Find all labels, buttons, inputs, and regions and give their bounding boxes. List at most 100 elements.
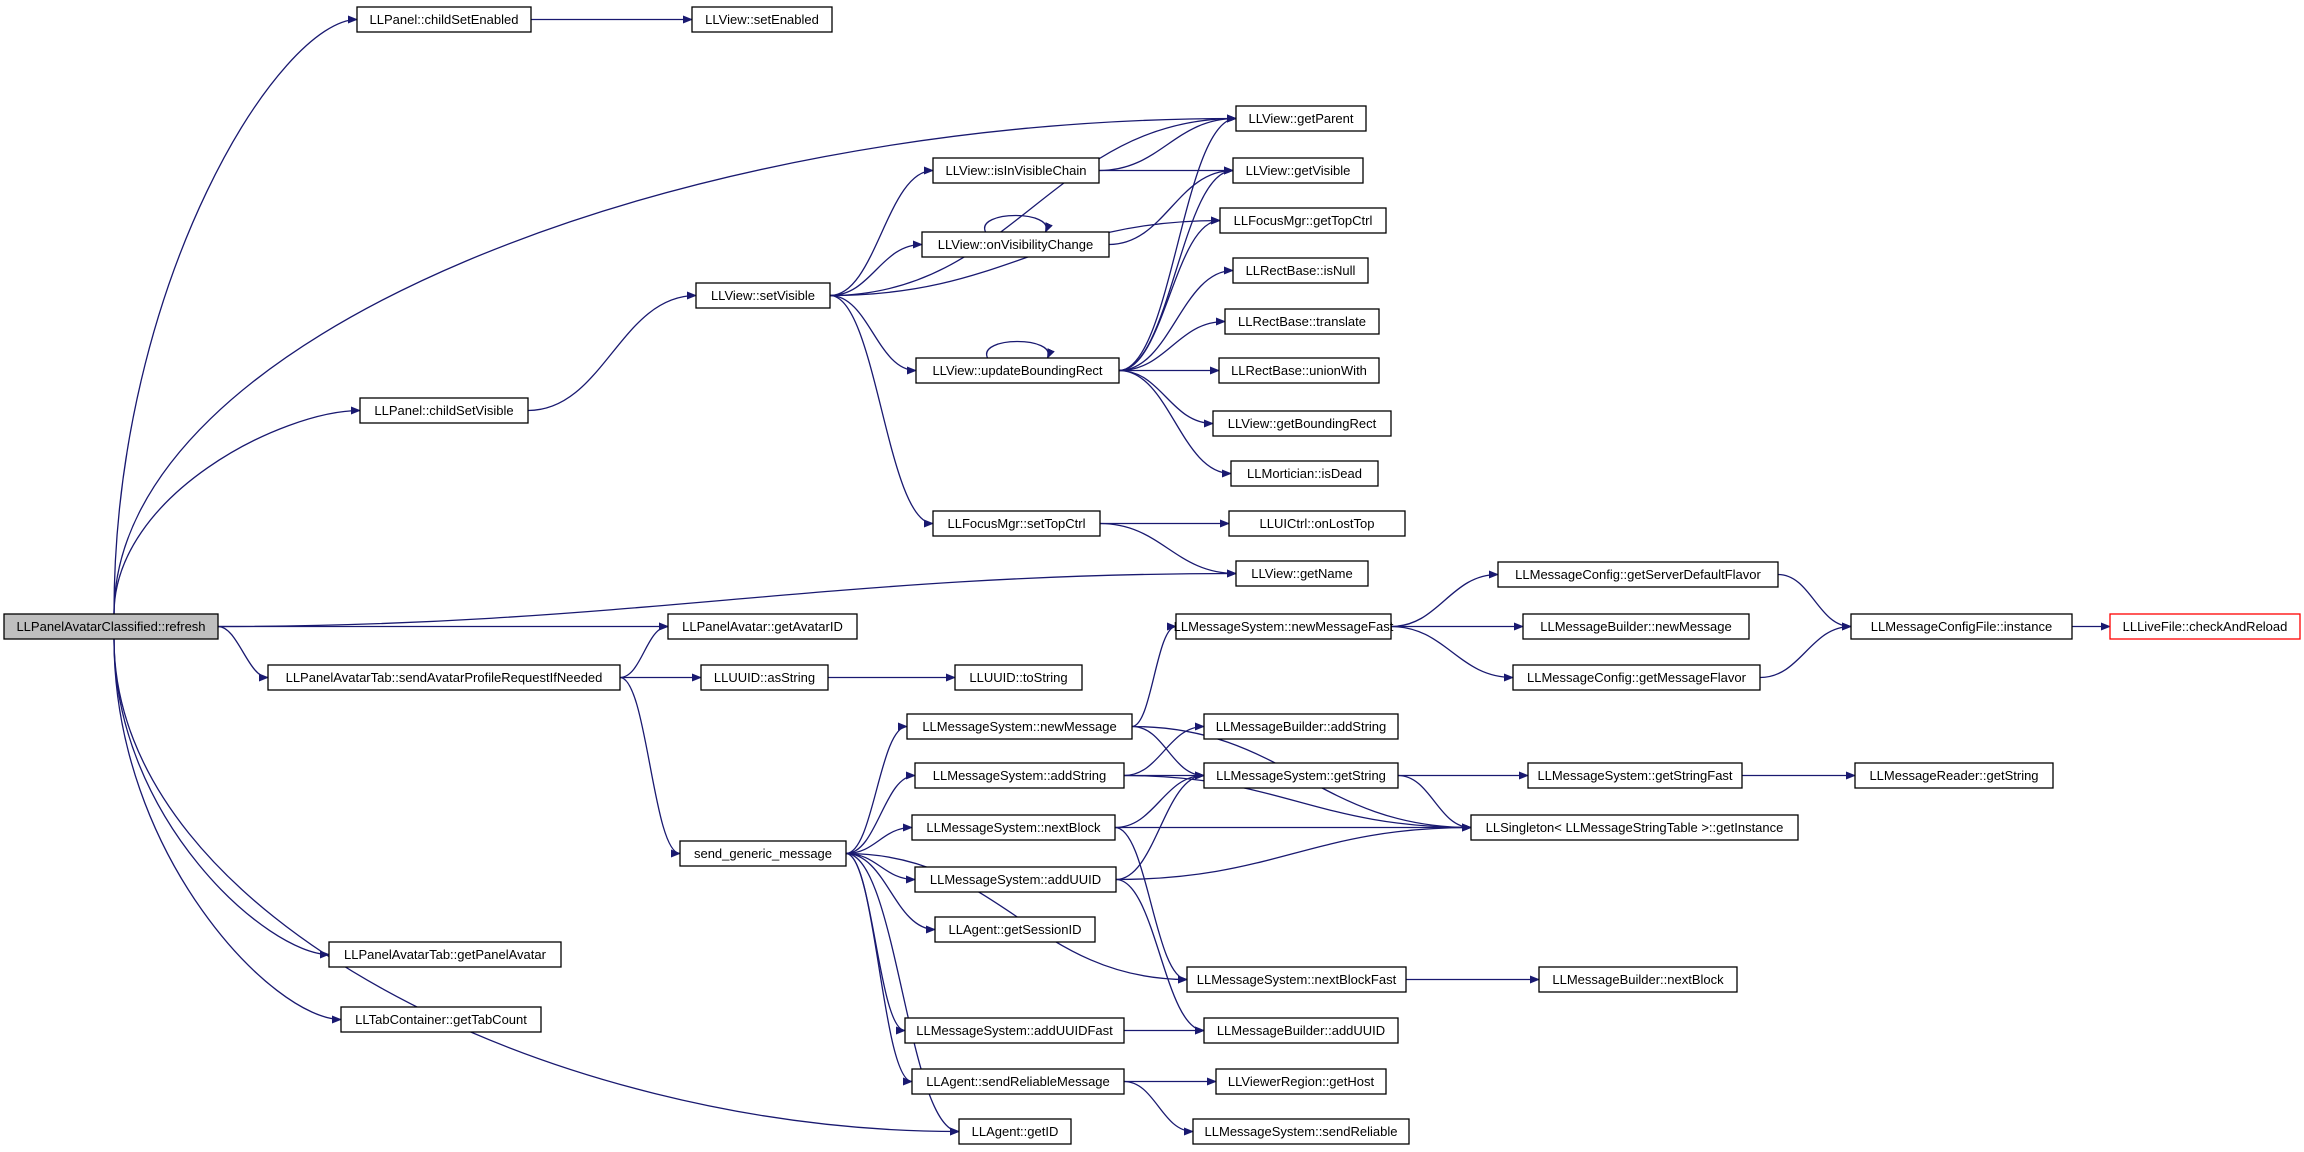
edge-updateBoundingRect-to-updateBoundingRect [986,340,1055,359]
node-addString: LLMessageSystem::addString [914,762,1125,789]
node-box [1470,814,1799,841]
edge-sendGeneric-to-getID [845,852,960,1136]
node-label: LLRectBase::translate [1238,314,1366,329]
node-box [356,6,532,33]
node-label: LLMessageBuilder::addString [1216,719,1387,734]
edge-root-to-childSetEnabled [113,15,358,615]
edge-addUUID-to-builderAddUUID [1115,878,1205,1035]
node-label: LLLiveFile::checkAndReload [2123,619,2288,634]
node-box [1224,308,1380,335]
edge-getString-to-getInstance [1397,774,1472,832]
edge-updateBoundingRect-to-getParent [1118,114,1237,372]
edge-sendGeneric-to-nextBlock [845,823,913,855]
node-box [934,916,1096,943]
node-getTopCtrl: LLFocusMgr::getTopCtrl [1219,207,1387,234]
edge-sendGeneric-to-newMessage [845,722,908,855]
edge-setVisible-to-getTopCtrl [829,216,1221,297]
node-box [1235,105,1367,132]
node-label: LLPanel::childSetVisible [374,403,513,418]
node-box [1854,762,2054,789]
edge-nextBlock-to-nextBlockFast [1114,826,1188,984]
node-newMessageFast: LLMessageSystem::newMessageFast [1174,613,1394,640]
node-label: LLMessageSystem::nextBlockFast [1197,972,1397,987]
node-label: LLView::getParent [1248,111,1353,126]
node-label: LLPanelAvatarClassified::refresh [16,619,205,634]
node-nextBlock: LLMessageSystem::nextBlock [911,814,1116,841]
node-label: LLMessageConfig::getServerDefaultFlavor [1515,567,1761,582]
node-getAvatarID: LLPanelAvatar::getAvatarID [667,613,858,640]
node-box [1212,410,1392,437]
node-label: LLMessageSystem::addUUIDFast [916,1023,1113,1038]
node-label: LLMortician::isDead [1247,466,1362,481]
node-getPanelAvatar: LLPanelAvatarTab::getPanelAvatar [328,941,562,968]
edge-onVisibilityChange-to-onVisibilityChange [984,214,1053,233]
node-childSetEnabled: LLPanel::childSetEnabled [356,6,532,33]
edge-newMessageFast-to-getMessageFlavor [1390,625,1514,682]
node-setTopCtrl: LLFocusMgr::setTopCtrl [932,510,1101,537]
node-label: LLSingleton< LLMessageStringTable >::get… [1486,820,1784,835]
edge-getServerDefaultFlavor-to-configInstance [1777,573,1852,631]
node-label: LLMessageSystem::getString [1216,768,1386,783]
node-box [911,814,1116,841]
node-nextBlockFast: LLMessageSystem::nextBlockFast [1186,966,1407,993]
node-box [667,613,858,640]
edge-sendGeneric-to-addString [845,771,916,855]
node-box [1203,762,1399,789]
node-box [1522,613,1750,640]
node-getStringFast: LLMessageSystem::getStringFast [1527,762,1743,789]
node-box [1219,207,1387,234]
node-label: LLView::onVisibilityChange [938,237,1093,252]
node-readerGetString: LLMessageReader::getString [1854,762,2054,789]
node-label: LLMessageSystem::getStringFast [1537,768,1732,783]
node-checkAndReload: LLLiveFile::checkAndReload [2109,613,2301,640]
node-label: LLRectBase::unionWith [1231,363,1367,378]
node-getParent: LLView::getParent [1235,105,1367,132]
node-unionWith: LLRectBase::unionWith [1218,357,1380,384]
edge-setVisible-to-getParent [829,114,1237,297]
node-box [1218,357,1380,384]
node-label: LLUUID::toString [969,670,1067,685]
node-builderNextBlock: LLMessageBuilder::nextBlock [1538,966,1738,993]
node-sendAvatarProfile: LLPanelAvatarTab::sendAvatarProfileReque… [267,664,621,691]
edge-sendAvatarProfile-to-sendGeneric [619,676,681,858]
node-label: LLViewerRegion::getHost [1228,1074,1375,1089]
node-label: LLUUID::asString [714,670,815,685]
node-getSessionID: LLAgent::getSessionID [934,916,1096,943]
node-label: LLView::setEnabled [705,12,819,27]
edge-nextBlock-to-getString [1114,771,1205,829]
node-updateBoundingRect: LLView::updateBoundingRect [915,357,1120,384]
node-box [914,866,1117,893]
node-isNull: LLRectBase::isNull [1232,257,1369,284]
node-getTabCount: LLTabContainer::getTabCount [340,1006,542,1033]
edge-sendAvatarProfile-to-getAvatarID [619,622,669,679]
node-builderNewMessage: LLMessageBuilder::newMessage [1522,613,1750,640]
node-box [1527,762,1743,789]
node-label: LLMessageSystem::addString [933,768,1106,783]
node-box [932,510,1101,537]
node-box [1235,560,1369,587]
node-label: LLFocusMgr::getTopCtrl [1234,213,1373,228]
node-addUUID: LLMessageSystem::addUUID [914,866,1117,893]
node-label: LLView::setVisible [711,288,815,303]
edges-layer [113,15,2111,1136]
node-label: LLMessageSystem::sendReliable [1205,1124,1398,1139]
node-label: LLMessageConfig::getMessageFlavor [1527,670,1747,685]
node-onLostTop: LLUICtrl::onLostTop [1228,510,1406,537]
edge-addUUID-to-getInstance [1115,823,1472,881]
edge-newMessageFast-to-getServerDefaultFlavor [1390,570,1499,628]
node-label: LLMessageSystem::nextBlock [926,820,1101,835]
node-box [906,713,1133,740]
edge-root-to-getTabCount [113,638,342,1024]
node-box [1192,1118,1410,1145]
edge-addString-to-builderAddString [1123,722,1205,777]
node-box [1232,157,1364,184]
node-label: LLAgent::sendReliableMessage [926,1074,1110,1089]
node-box [904,1017,1125,1044]
node-box [267,664,621,691]
edge-updateBoundingRect-to-getTopCtrl [1118,216,1221,372]
node-label: LLFocusMgr::setTopCtrl [948,516,1086,531]
node-box [1215,1068,1387,1095]
edge-sendGeneric-to-addUUIDFast [845,852,906,1035]
node-box [1512,664,1761,691]
node-box [2109,613,2301,640]
